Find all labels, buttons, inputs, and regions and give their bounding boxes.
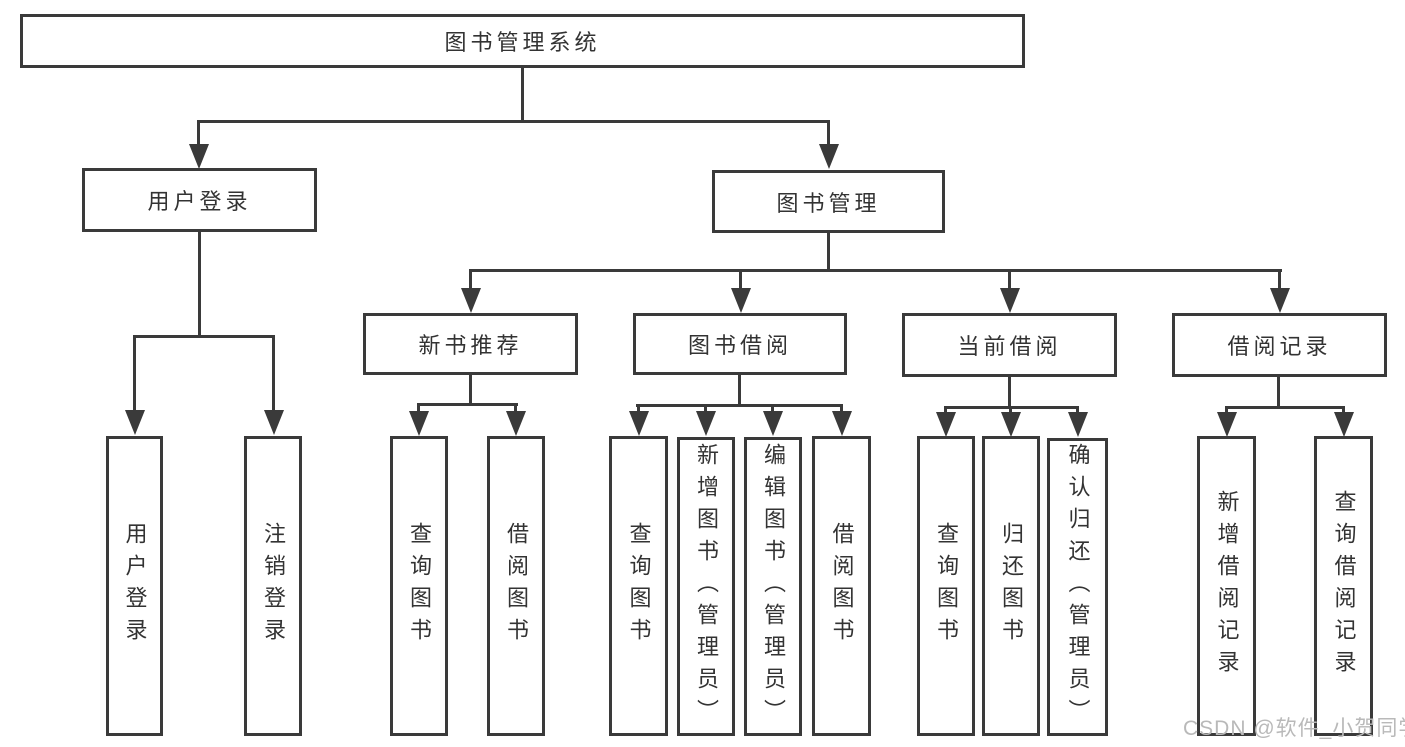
node-query-books-current: 查询图书 xyxy=(917,436,975,736)
node-query-books-borrow: 查询图书 xyxy=(609,436,668,736)
node-borrow-records: 借阅记录 xyxy=(1172,313,1387,377)
node-confirm-return-admin: 确认归还（管理员） xyxy=(1047,438,1108,736)
connector-book-mgmt-drop xyxy=(827,120,830,147)
connector-cb-child3-drop xyxy=(1076,406,1079,415)
connector-level2-hline xyxy=(197,120,830,123)
node-add-borrow-record: 新增借阅记录 xyxy=(1197,436,1256,736)
connector-bb-child1-drop xyxy=(637,404,640,414)
connector-root-stem xyxy=(521,66,524,123)
node-book-mgmt: 图书管理 xyxy=(712,170,945,233)
watermark: CSDN @软件_小贺同学 xyxy=(1183,717,1405,740)
connector-bb-child4-drop xyxy=(840,404,843,414)
connector-records-drop xyxy=(1278,269,1281,291)
node-borrow-books-newbook: 借阅图书 xyxy=(487,436,545,736)
arrowhead-nb-child1 xyxy=(409,411,429,436)
connector-nb-child2-drop xyxy=(514,403,517,414)
arrowhead-bb-child3 xyxy=(763,411,783,436)
arrowhead-records xyxy=(1270,288,1290,313)
node-borrow-books-leaf: 借阅图书 xyxy=(812,436,871,736)
arrowhead-bb-child2 xyxy=(696,411,716,436)
connector-new-book-drop xyxy=(469,269,472,291)
connector-user-login-drop xyxy=(197,120,200,147)
arrowhead-current xyxy=(1000,288,1020,313)
node-book-borrow: 图书借阅 xyxy=(633,313,847,375)
connector-borrow-drop xyxy=(739,269,742,291)
arrowhead-book-mgmt xyxy=(819,144,839,169)
node-query-books-newbook: 查询图书 xyxy=(390,436,448,736)
connector-user-login-hline xyxy=(133,335,275,338)
node-user-login: 用户登录 xyxy=(82,168,317,232)
node-current-borrow: 当前借阅 xyxy=(902,313,1117,377)
connector-logout-leaf-drop xyxy=(272,335,275,412)
connector-borrow-stem xyxy=(738,375,741,407)
node-return-books: 归还图书 xyxy=(982,436,1040,736)
connector-bb-child3-drop xyxy=(771,404,774,414)
node-new-book: 新书推荐 xyxy=(363,313,578,375)
arrowhead-new-book xyxy=(461,288,481,313)
arrowhead-cb-child2 xyxy=(1001,412,1021,437)
arrowhead-br-child1 xyxy=(1217,412,1237,437)
arrowhead-user-login xyxy=(189,144,209,169)
connector-current-drop xyxy=(1008,269,1011,291)
connector-bb-child2-drop xyxy=(704,404,707,414)
connector-book-mgmt-stem xyxy=(827,233,830,271)
node-edit-book-admin: 编辑图书（管理员） xyxy=(744,437,802,736)
node-add-book-admin: 新增图书（管理员） xyxy=(677,437,735,736)
connector-br-child1-drop xyxy=(1225,406,1228,415)
node-root: 图书管理系统 xyxy=(20,14,1025,68)
arrowhead-cb-child1 xyxy=(936,412,956,437)
connector-nb-child1-drop xyxy=(417,403,420,414)
connector-login-leaf-drop xyxy=(133,335,136,412)
connector-records-stem xyxy=(1277,377,1280,408)
node-user-login-leaf: 用户登录 xyxy=(106,436,163,736)
connector-cb-child2-drop xyxy=(1009,406,1012,415)
arrowhead-bb-child1 xyxy=(629,411,649,436)
connector-new-book-stem xyxy=(469,375,472,406)
arrowhead-nb-child2 xyxy=(506,411,526,436)
arrowhead-login-leaf xyxy=(125,410,145,435)
node-query-borrow-record: 查询借阅记录 xyxy=(1314,436,1373,736)
connector-borrow-hline xyxy=(636,404,843,407)
arrowhead-cb-child3 xyxy=(1068,412,1088,437)
connector-records-hline xyxy=(1225,406,1345,409)
arrowhead-borrow xyxy=(731,288,751,313)
connector-current-stem xyxy=(1008,377,1011,408)
connector-br-child2-drop xyxy=(1342,406,1345,415)
arrowhead-logout-leaf xyxy=(264,410,284,435)
connector-cb-child1-drop xyxy=(944,406,947,415)
node-logout-leaf: 注销登录 xyxy=(244,436,302,736)
connector-level3-hline xyxy=(469,269,1282,272)
arrowhead-br-child2 xyxy=(1334,412,1354,437)
connector-user-login-stem xyxy=(198,232,201,338)
arrowhead-bb-child4 xyxy=(832,411,852,436)
connector-new-book-hline xyxy=(417,403,518,406)
